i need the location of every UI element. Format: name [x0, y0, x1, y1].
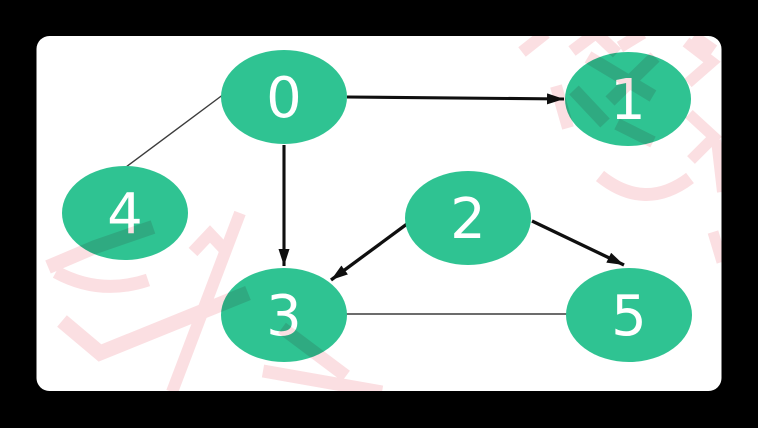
- graph-edge-0-4: [125, 93, 225, 168]
- node-label-0: 0: [266, 66, 302, 131]
- watermark-stroke: [614, 118, 656, 148]
- watermark-stroke: [685, 109, 722, 164]
- graph-edge-2-5: [531, 219, 625, 267]
- watermark: [45, 36, 722, 391]
- node-ellipse-5: [566, 268, 692, 362]
- watermark-stroke: [518, 36, 550, 57]
- watermark-stroke: [550, 84, 574, 130]
- watermark-stroke: [616, 36, 647, 53]
- watermark-stroke: [682, 37, 721, 88]
- node-ellipse-0: [221, 50, 347, 144]
- node-ellipse-4: [62, 166, 188, 260]
- watermark-stroke: [57, 286, 251, 362]
- graph-node-2: 2: [405, 171, 531, 265]
- graph-edge-0-1: [346, 93, 565, 105]
- watermark-stroke: [52, 266, 151, 293]
- watermark-stroke: [45, 220, 156, 274]
- watermark-stroke: [584, 51, 657, 102]
- node-ellipse-2: [405, 171, 531, 265]
- graph-edge-2-3: [330, 219, 412, 282]
- graph-node-3: 3: [221, 268, 347, 362]
- watermark-stroke: [595, 170, 694, 201]
- watermark-stroke: [707, 230, 722, 264]
- watermark-stroke: [261, 364, 384, 391]
- node-label-2: 2: [450, 187, 486, 252]
- watermark-stroke: [278, 322, 350, 382]
- watermark-stroke: [605, 52, 660, 106]
- graph-node-4: 4: [62, 166, 188, 260]
- watermark-stroke: [711, 139, 722, 193]
- node-label-5: 5: [611, 284, 647, 349]
- graph-node-0: 0: [221, 50, 347, 144]
- edges-layer: [125, 93, 625, 315]
- node-ellipse-3: [221, 268, 347, 362]
- watermark-stroke: [690, 36, 718, 55]
- watermark-stroke: [568, 36, 622, 58]
- watermark-stroke: [569, 85, 610, 128]
- graph-node-5: 5: [566, 268, 692, 362]
